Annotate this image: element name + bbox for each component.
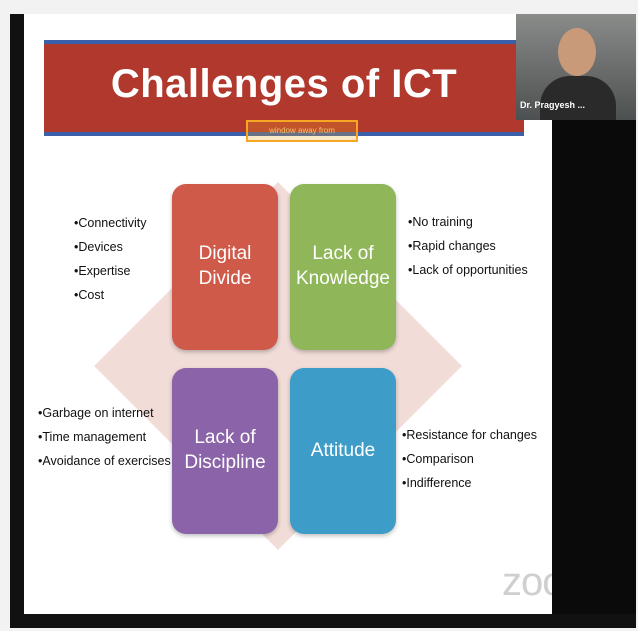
bullet-item: •Resistance for changes (402, 428, 538, 442)
participant-body (540, 76, 616, 120)
quadrant-attitude: Attitude (290, 368, 396, 534)
bullet-item: •Rapid changes (408, 239, 496, 253)
bullet-item: •No training (408, 215, 473, 229)
bullets-attitude: •Resistance for changes •Comparison •Ind… (402, 423, 537, 495)
bullet-item: •Lack of opportunities (408, 263, 528, 277)
participant-name: Dr. Pragyesh ... (520, 100, 586, 110)
slide-title: Challenges of ICT (110, 62, 458, 106)
bullet-item: •Devices (74, 240, 123, 254)
quadrant-lack-of-knowledge: Lack of Knowledge (290, 184, 396, 350)
bullet-item: •Connectivity (74, 216, 147, 230)
participant-video[interactable]: Dr. Pragyesh ... (516, 14, 636, 120)
bullets-digital-divide: •Connectivity •Devices •Expertise •Cost (74, 211, 146, 307)
shared-slide: Challenges of ICT window away from Digit… (24, 14, 552, 614)
bullet-item: •Expertise (74, 264, 131, 278)
bottom-border (10, 614, 636, 628)
zoom-watermark: zoom (502, 560, 552, 604)
quadrant-lack-of-discipline: Lack of Discipline (172, 368, 278, 534)
bullet-item: •Time management (38, 430, 147, 444)
bullet-item: •Avoidance of exercises (38, 454, 171, 468)
participant-head (558, 28, 596, 76)
left-border (10, 14, 24, 628)
bullets-lack-of-knowledge: •No training •Rapid changes •Lack of opp… (408, 210, 528, 282)
quadrant-digital-divide: Digital Divide (172, 184, 278, 350)
bullets-lack-of-discipline: •Garbage on internet •Time management •A… (38, 401, 171, 473)
bullet-item: •Indifference (402, 476, 472, 490)
bullet-item: •Cost (74, 288, 105, 302)
overlay-tag: window away from (246, 120, 358, 142)
title-banner: Challenges of ICT window away from (44, 40, 524, 142)
bullet-item: •Comparison (402, 452, 474, 466)
bullet-item: •Garbage on internet (38, 406, 154, 420)
